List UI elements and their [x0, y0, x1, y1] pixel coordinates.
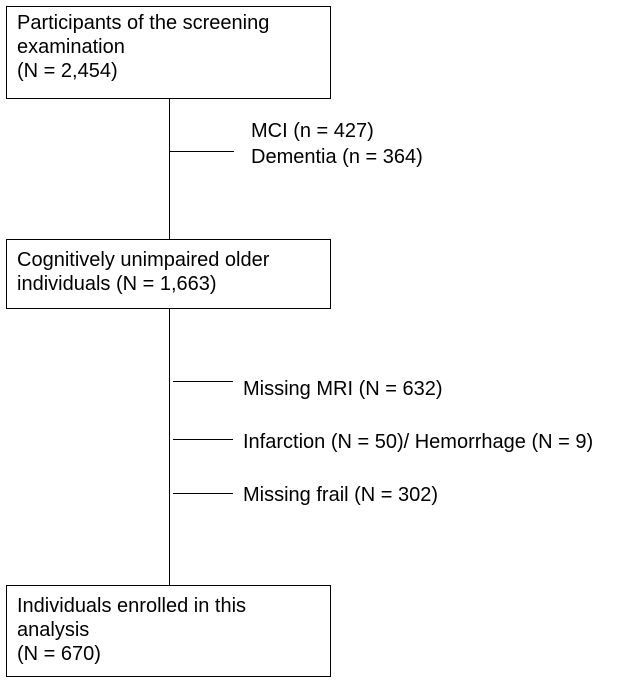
screening-box-line2: examination [17, 36, 125, 58]
connector-unimpaired-to-enrolled [169, 309, 170, 585]
enrolled-box-line3: (N = 670) [17, 643, 101, 665]
screening-box-line1: Participants of the screening [17, 12, 270, 34]
exclusion-infarction-hemorrhage-label: Infarction (N = 50)/ Hemorrhage (N = 9) [243, 431, 594, 453]
exclusion-missing-mri-label: Missing MRI (N = 632) [243, 378, 443, 400]
exclusion-branch-missing-frail [173, 493, 233, 494]
cognitively-unimpaired-box: Cognitively unimpaired older individuals… [6, 239, 331, 309]
exclusion-branch-infarction [173, 439, 233, 440]
unimpaired-box-line1: Cognitively unimpaired older [17, 249, 270, 271]
exclusion-branch-dementia-mci [169, 151, 234, 152]
connector-screening-to-unimpaired [169, 99, 170, 239]
exclusion-missing-frail-label: Missing frail (N = 302) [243, 484, 439, 506]
exclusion-branch-missing-mri [173, 381, 233, 382]
enrolled-individuals-box: Individuals enrolled in this analysis (N… [6, 585, 331, 677]
enrolled-box-line2: analysis [17, 619, 90, 641]
enrolled-box-line1: Individuals enrolled in this [17, 595, 247, 617]
exclusion-dementia-label: Dementia (n = 364) [251, 146, 423, 168]
screening-participants-box: Participants of the screening examinatio… [6, 6, 331, 99]
screening-box-line3: (N = 2,454) [17, 60, 118, 82]
exclusion-mci-label: MCI (n = 427) [251, 120, 374, 142]
unimpaired-box-line2: individuals (N = 1,663) [17, 273, 217, 295]
